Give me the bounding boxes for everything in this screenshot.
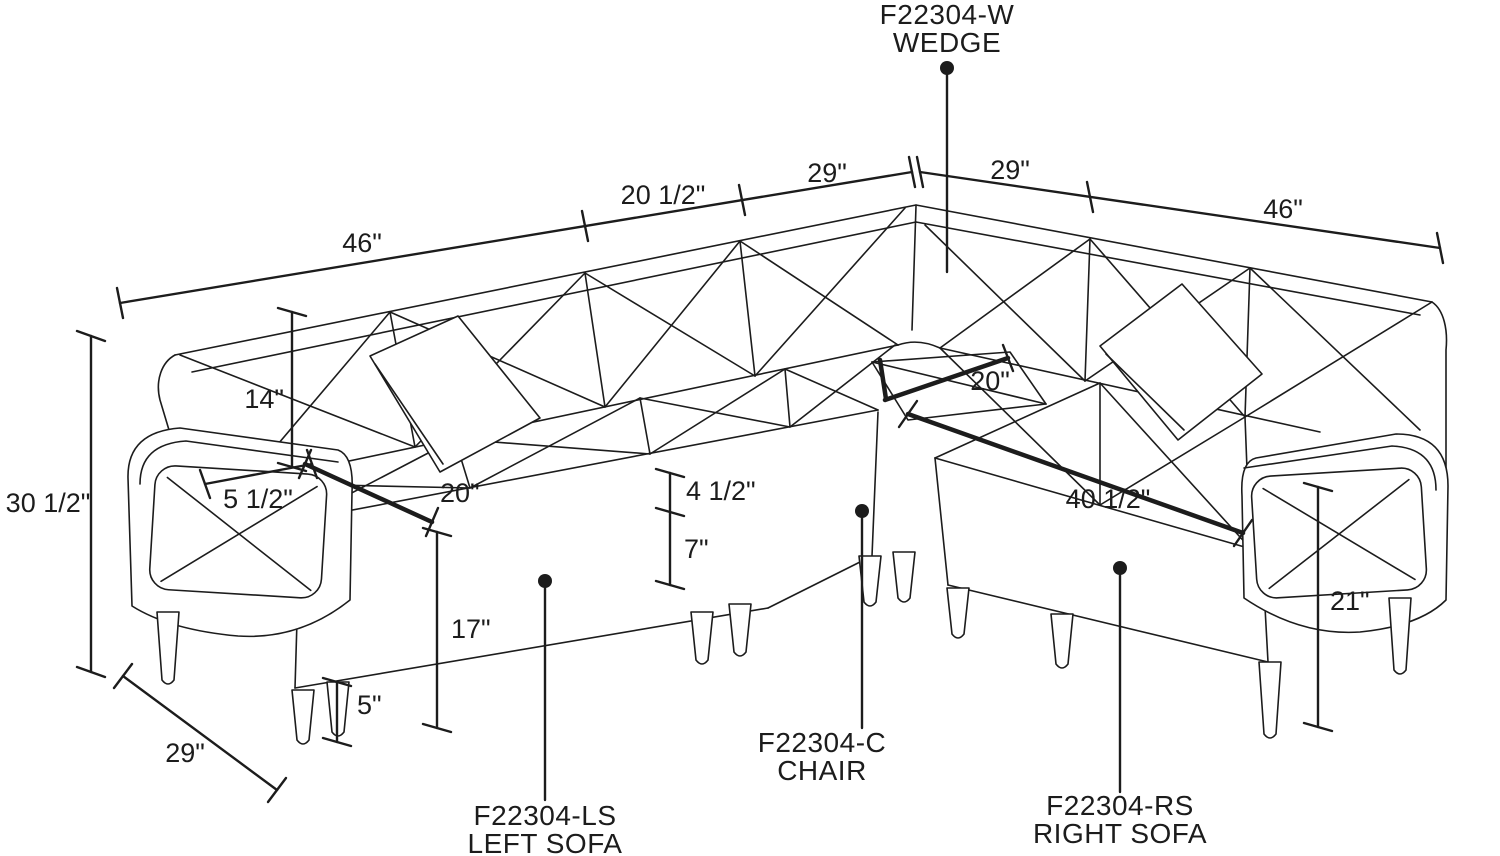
dim-label-29-left: 29": [807, 158, 847, 188]
left-seats: [244, 344, 896, 689]
dim-top-left-chain: 46" 20 1/2" 29": [115, 155, 917, 320]
dim-top-right-chain: 29" 46": [915, 155, 1445, 265]
right-pillow: [1099, 283, 1263, 441]
right-back: [915, 204, 1448, 479]
dim-right-seat: 40 1/2": [897, 399, 1254, 548]
dim-right-height: 21": [1302, 481, 1370, 733]
leader-wedge: F22304-W WEDGE: [880, 0, 1015, 274]
wedge-seat: [871, 351, 1047, 421]
part-chair-name: CHAIR: [777, 755, 867, 786]
part-left-sofa-code: F22304-LS: [473, 800, 616, 831]
part-left-sofa-name: LEFT SOFA: [468, 828, 623, 856]
dim-label-5-half: 5 1/2": [223, 484, 293, 514]
sofa-line-art: [127, 204, 1449, 745]
part-right-sofa-code: F22304-RS: [1046, 790, 1194, 821]
leader-dot-right-sofa: [1113, 561, 1127, 575]
dim-label-40-half: 40 1/2": [1066, 484, 1151, 514]
leader-left-sofa: F22304-LS LEFT SOFA: [468, 574, 623, 856]
dim-label-29-right: 29": [990, 155, 1030, 185]
leader-chair: F22304-C CHAIR: [758, 504, 887, 786]
dim-overall-height: 30 1/2": [6, 329, 107, 679]
dim-arm-width: 5 1/2": [198, 448, 319, 514]
dim-label-14: 14": [244, 384, 284, 414]
dim-label-17: 17": [451, 614, 491, 644]
dim-label-46-left: 46": [342, 228, 382, 258]
leader-dot-chair: [855, 504, 869, 518]
dim-label-46-right: 46": [1263, 194, 1303, 224]
dim-cushion-stack: 4 1/2" 7": [654, 467, 756, 591]
dim-seat-depth: 20": [297, 448, 480, 538]
leader-dot-left-sofa: [538, 574, 552, 588]
left-pillow: [369, 315, 541, 473]
dim-label-30-half: 30 1/2": [6, 488, 91, 518]
dim-label-20-half: 20 1/2": [621, 180, 706, 210]
dim-label-29-depth: 29": [165, 738, 205, 768]
dim-front-height: 17": [421, 526, 491, 734]
part-wedge-name: WEDGE: [893, 27, 1001, 58]
dim-depth-29: 29": [112, 662, 288, 804]
part-wedge-code: F22304-W: [880, 0, 1015, 30]
dim-label-20-wedge: 20": [970, 366, 1010, 396]
part-chair-code: F22304-C: [758, 727, 887, 758]
dim-label-7: 7": [684, 534, 709, 564]
left-arm: [127, 427, 354, 638]
leader-dot-wedge: [940, 61, 954, 75]
dim-wedge-seat: 20": [877, 343, 1015, 403]
dim-label-21: 21": [1330, 586, 1370, 616]
sofa-legs: [156, 551, 1412, 745]
right-arm: [1240, 433, 1449, 634]
dim-label-20-seat: 20": [440, 478, 480, 508]
part-right-sofa-name: RIGHT SOFA: [1033, 818, 1207, 849]
leader-right-sofa: F22304-RS RIGHT SOFA: [1033, 561, 1207, 849]
dim-label-5: 5": [357, 690, 382, 720]
dim-leg-height: 5": [321, 676, 382, 748]
left-back: [157, 204, 941, 484]
dim-label-4-half: 4 1/2": [686, 476, 756, 506]
